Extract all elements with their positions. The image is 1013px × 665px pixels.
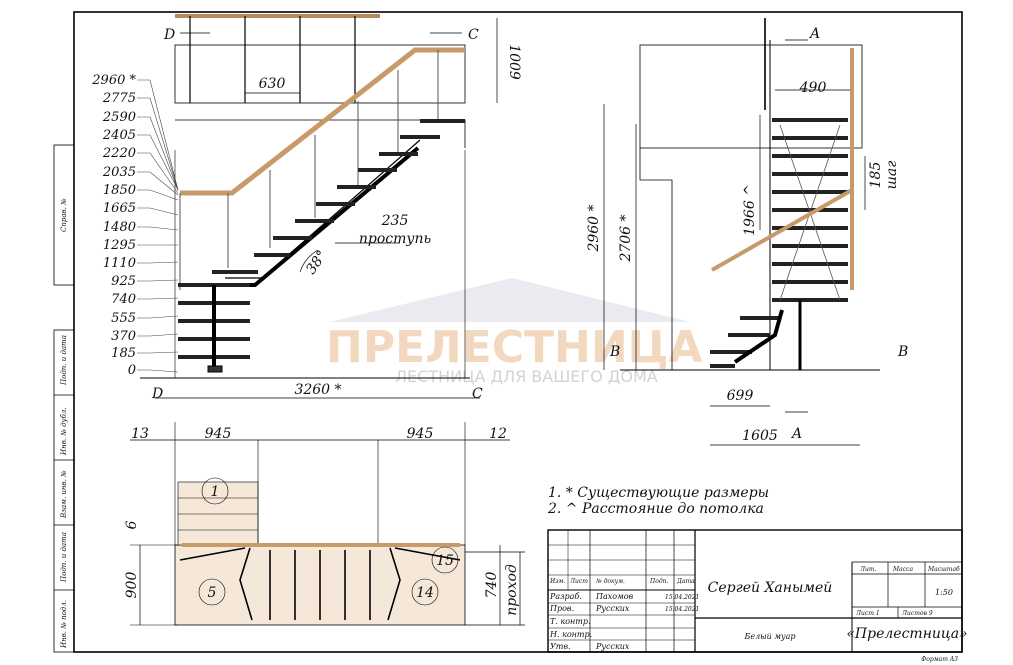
tb-hdr: Лист bbox=[569, 578, 588, 585]
level-label: 2590 bbox=[102, 110, 136, 125]
level-label: 740 bbox=[111, 292, 136, 307]
tb-role: Разраб. bbox=[549, 592, 582, 601]
section-mark-a: A bbox=[808, 26, 820, 42]
section-mark-a: A bbox=[790, 426, 802, 442]
dim-1605: 1605 bbox=[742, 428, 778, 444]
dim-630: 630 bbox=[259, 76, 286, 92]
tb-hdr: Изм. bbox=[549, 578, 565, 585]
title-block bbox=[547, 529, 963, 653]
level-labels: 2960 * 2775 2590 2405 2220 2035 1850 166… bbox=[91, 73, 136, 378]
note-line: 1. * Существующие размеры bbox=[548, 485, 769, 501]
tb-scale-label: Масштаб bbox=[927, 566, 960, 573]
dim-13: 13 bbox=[131, 426, 149, 442]
level-label: 2405 bbox=[102, 128, 136, 143]
tb-material: Белый муар bbox=[743, 632, 795, 641]
watermark-title: ПРЕЛЕСТНИЦА bbox=[326, 322, 703, 373]
position-number: 1 bbox=[211, 484, 220, 500]
watermark-subtitle: ЛЕСТНИЦА ДЛЯ ВАШЕГО ДОМА bbox=[395, 367, 658, 386]
tb-sheet: Лист 1 bbox=[855, 610, 880, 617]
level-label: 2035 bbox=[102, 165, 136, 180]
level-label: 1665 bbox=[103, 201, 136, 216]
dim-tread: 235 bbox=[381, 213, 409, 229]
tb-role: Утв. bbox=[550, 642, 571, 651]
binding-labels: Справ. № Подп. и дата Инв. № дубл. Взам.… bbox=[60, 198, 68, 649]
dim-490: 490 bbox=[799, 80, 827, 96]
level-label: 1480 bbox=[103, 220, 136, 235]
section-mark-d: D bbox=[151, 386, 163, 402]
level-label: 1850 bbox=[103, 183, 136, 198]
binding-column bbox=[53, 144, 75, 653]
level-label: 0 bbox=[128, 363, 136, 378]
dim-2706: 2706 * bbox=[618, 214, 634, 262]
angle-label: 38° bbox=[303, 248, 330, 278]
tb-client: Сергей Ханымей bbox=[708, 580, 833, 596]
dim-step: 185 bbox=[868, 162, 884, 189]
passage-label: проход bbox=[504, 564, 520, 616]
tb-name: Пахомов bbox=[595, 592, 634, 601]
dim-6: 6 bbox=[124, 520, 140, 529]
tb-name: Русских bbox=[595, 604, 630, 613]
tb-scale: 1:50 bbox=[935, 588, 953, 597]
level-label: 1295 bbox=[103, 238, 136, 253]
tb-role: Пров. bbox=[549, 604, 574, 613]
level-label: 1110 bbox=[103, 256, 136, 271]
section-mark-d: D bbox=[163, 27, 175, 43]
note-line: 2. ^ Расстояние до потолка bbox=[547, 501, 764, 517]
tb-mass: Масса bbox=[892, 566, 913, 573]
level-label: 370 bbox=[111, 329, 136, 344]
watermark: ПРЕЛЕСТНИЦА ЛЕСТНИЦА ДЛЯ ВАШЕГО ДОМА bbox=[326, 278, 703, 386]
dim-699: 699 bbox=[727, 388, 754, 404]
dim-2960: 2960 * bbox=[586, 204, 602, 252]
position-number: 15 bbox=[436, 553, 454, 569]
tb-date: 15.04.2021 bbox=[665, 594, 699, 601]
level-label: 2220 bbox=[102, 146, 136, 161]
side-label: Подп. и дата bbox=[60, 335, 68, 386]
side-label: Взам. инв. № bbox=[60, 470, 68, 519]
dim-12: 12 bbox=[489, 426, 507, 442]
tb-format: Формат A3 bbox=[921, 656, 958, 663]
level-label: 185 bbox=[111, 346, 136, 361]
level-label: 2960 * bbox=[91, 73, 136, 88]
tb-company: «Прелестница» bbox=[846, 626, 967, 642]
plan-view bbox=[130, 422, 525, 626]
level-label: 2775 bbox=[102, 91, 136, 106]
tb-role: Н. контр. bbox=[549, 630, 592, 639]
tb-hdr: Дата bbox=[676, 578, 695, 585]
level-label: 925 bbox=[111, 274, 136, 289]
dim-900: 900 bbox=[124, 572, 140, 599]
dim-ceiling: 1966 ^ bbox=[742, 184, 758, 236]
position-number: 5 bbox=[208, 585, 217, 601]
tread-label: проступь bbox=[359, 231, 431, 247]
side-label: Справ. № bbox=[60, 198, 68, 232]
level-label: 555 bbox=[111, 311, 136, 326]
tb-sheets: Листов 9 bbox=[901, 610, 933, 617]
dim-740: 740 bbox=[484, 572, 500, 599]
dim-945-left: 945 bbox=[205, 426, 232, 442]
front-view bbox=[137, 14, 498, 399]
tb-lit: Лит. bbox=[859, 566, 877, 573]
section-mark-c: C bbox=[472, 386, 483, 402]
step-label: шаг bbox=[884, 161, 900, 190]
dim-945-right: 945 bbox=[407, 426, 434, 442]
side-label: Инв. № подл. bbox=[60, 600, 68, 649]
side-label: Инв. № дубл. bbox=[60, 407, 68, 456]
position-number: 14 bbox=[416, 585, 434, 601]
side-view bbox=[603, 18, 880, 446]
tb-role: Т. контр. bbox=[550, 617, 591, 626]
section-mark-c: C bbox=[468, 27, 479, 43]
side-label: Подп. и дата bbox=[60, 532, 68, 583]
section-mark-b: B bbox=[609, 344, 620, 360]
section-mark-b: B bbox=[897, 344, 908, 360]
tb-name: Русских bbox=[595, 642, 630, 651]
dim-1009: 1009 bbox=[506, 44, 522, 80]
tb-date: 15.04.2021 bbox=[665, 606, 699, 613]
dim-3260: 3260 * bbox=[294, 382, 341, 398]
tb-hdr: № докум. bbox=[595, 578, 625, 585]
tb-hdr: Подп. bbox=[649, 578, 669, 585]
